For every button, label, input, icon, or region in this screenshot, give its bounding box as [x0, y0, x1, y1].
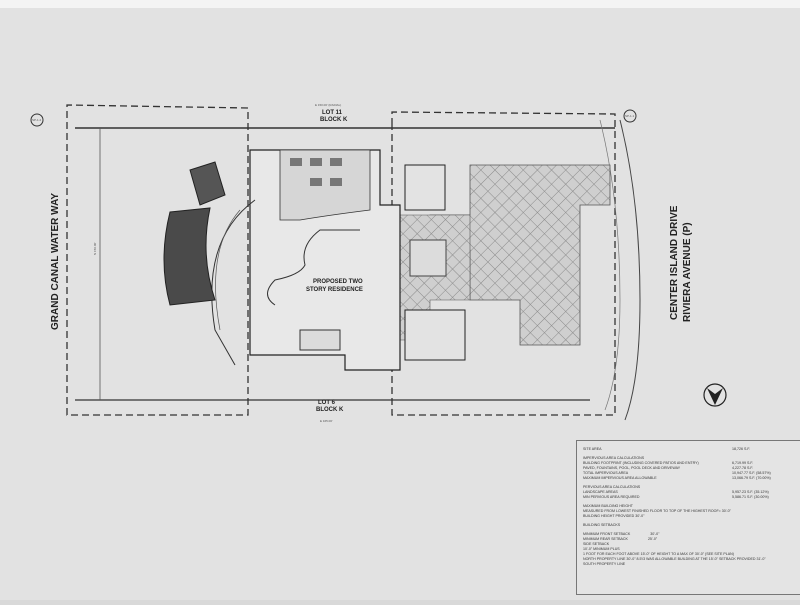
section-label-left: SP-1.2 — [32, 118, 42, 122]
road-edge — [619, 119, 641, 421]
impervious-title: IMPERVIOUS AREA CALCULATIONS — [583, 456, 645, 460]
residence-label-line2: STORY RESIDENCE — [306, 287, 363, 293]
south-east-wing — [404, 309, 466, 361]
garage-block — [279, 149, 371, 221]
pervious-title: PERVIOUS AREA CALCULATIONS — [583, 485, 641, 489]
section-marker-left — [30, 113, 44, 127]
section-marker-right — [623, 109, 637, 123]
residence-label-line1: PROPOSED TWO — [313, 279, 363, 285]
waterway-label: GRAND CANAL WATER WAY — [50, 193, 61, 330]
bottom-lot-label: LOT 6 — [318, 400, 336, 406]
swimming-pool — [163, 207, 216, 306]
setbacks-title: BUILDING SETBACKS — [583, 523, 621, 527]
car-3 — [330, 158, 342, 166]
bottom-block-label: BLOCK K — [316, 407, 344, 413]
section-label-right: SP-1.1 — [625, 114, 635, 118]
curved-stair — [267, 229, 360, 306]
fountain — [409, 239, 447, 277]
height-line: MEASURED FROM LOWEST FINISHED FLOOR TO T… — [583, 509, 731, 513]
pool-deck-inner — [215, 209, 241, 331]
street-label-riviera: RIVIERA AVENUE (P) — [682, 222, 693, 322]
street-label-center-island: CENTER ISLAND DRIVE — [669, 205, 680, 320]
top-block-label: BLOCK K — [320, 117, 348, 123]
east-wing — [404, 164, 446, 211]
car-1 — [290, 158, 302, 166]
lanai — [299, 329, 341, 351]
setback-line: 1 FOOT FOR EACH FOOT ABOVE 15'-0" OF HEI… — [583, 552, 734, 556]
setback-line: 10'-0" MINIMUM PLUS — [583, 547, 620, 551]
car-2 — [310, 158, 322, 166]
car-4 — [310, 178, 322, 186]
impervious-row: PAVED, FOUNTAINS, POOL, POOL DECK AND DR… — [583, 466, 754, 470]
property-line-lot-west — [66, 104, 249, 416]
spa — [189, 161, 226, 206]
setback-line: SIDE SETBACK — [583, 542, 610, 546]
height-line: BUILDING HEIGHT PROVIDED 30'-0" — [583, 514, 645, 518]
bottom-dimension-label: E 165.00' — [320, 419, 333, 423]
setback-line: NORTH PROPERTY LINE 30'-0" 8.5'/3 WAS AL… — [583, 557, 766, 561]
impervious-row: BUILDING FOOTPRINT (INCLUDING COVERED PA… — [583, 461, 754, 465]
height-title: MAXIMUM BUILDING HEIGHT — [583, 504, 633, 508]
setback-line: SOUTH PROPERTY LINE — [583, 562, 626, 566]
left-dimension-label: N 150.00' — [93, 242, 97, 255]
photo-edge — [0, 0, 800, 8]
top-dimension-label: E 150.00' (RADIAL) — [315, 103, 341, 107]
car-5 — [330, 178, 342, 186]
top-lot-label: LOT 11 — [322, 110, 343, 116]
pool-deck-edge — [211, 199, 256, 366]
north-arrow-icon — [703, 383, 727, 407]
